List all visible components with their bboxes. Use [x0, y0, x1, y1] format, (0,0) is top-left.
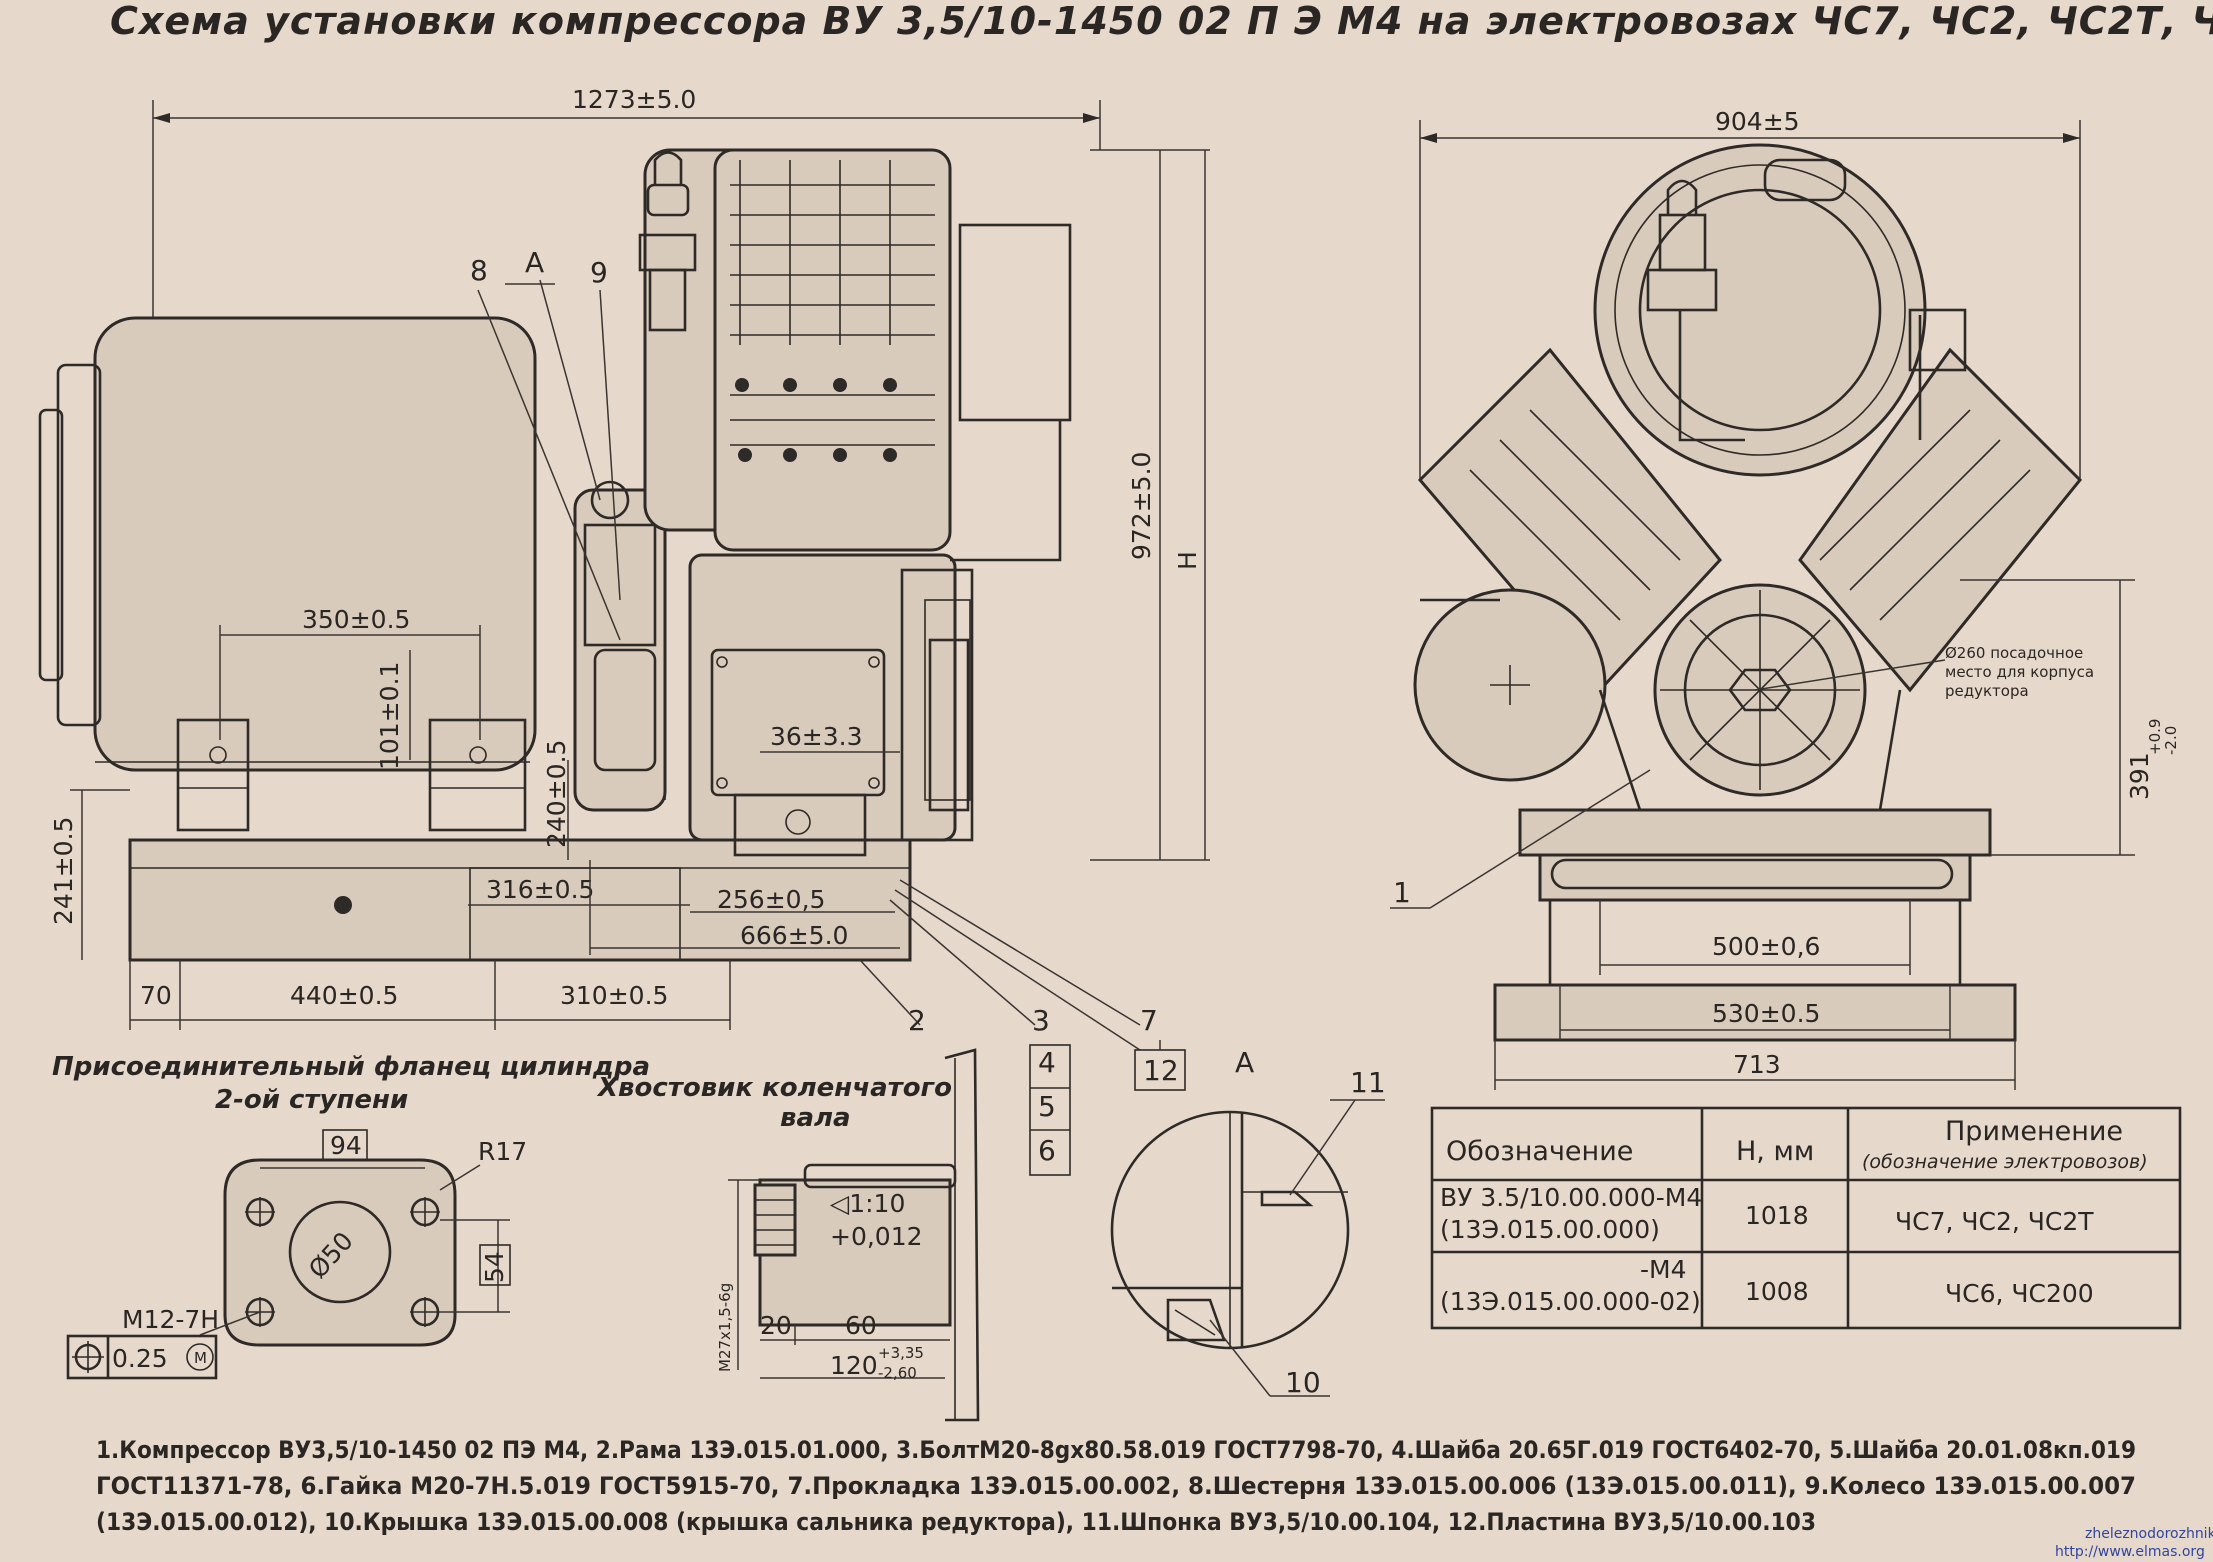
callout-2: 2: [908, 1004, 926, 1037]
dim-front-height-391: 391: [2125, 752, 2154, 800]
dim-front-width: 904±5: [1715, 107, 1800, 136]
dim-height-240: 240±0.5: [542, 740, 571, 848]
table-row-1-h: 1018: [1745, 1201, 1809, 1230]
dim-666: 666±5.0: [740, 921, 848, 950]
table-row-1-code: (13Э.015.00.000): [1440, 1215, 1660, 1244]
application-table: Обозначение H, мм Применение (обозначени…: [1430, 1106, 2182, 1330]
legend-line-1: 1.Компрессор ВУ3,5/10-1450 02 ПЭ М4, 2.Р…: [96, 1436, 2136, 1464]
dim-70: 70: [140, 981, 172, 1010]
callout-3: 3: [1032, 1004, 1050, 1037]
flange-thread: M12-7H: [122, 1305, 219, 1334]
shaft-120-tol-upper: +3,35: [878, 1344, 924, 1362]
callout-6: 6: [1038, 1134, 1056, 1167]
callout-12: 12: [1143, 1054, 1179, 1087]
callout-1: 1: [1393, 876, 1411, 909]
parts-legend: 1.Компрессор ВУ3,5/10-1450 02 ПЭ М4, 2.Р…: [96, 1436, 2136, 1536]
front-view: 904±5: [1390, 107, 2180, 1090]
callout-4: 4: [1038, 1046, 1056, 1079]
drawing-title: Схема установки компрессора ВУ 3,5/10-14…: [110, 0, 2213, 43]
dim-foot-height: 101±0.1: [375, 662, 404, 770]
table-row-2-code: (13Э.015.00.000-02): [1440, 1287, 1701, 1316]
callout-9: 9: [590, 256, 608, 289]
flange-modifier: M: [194, 1349, 207, 1367]
note-line-2: место для корпуса: [1945, 663, 2094, 681]
flange-radius: R17: [478, 1137, 527, 1166]
shaft-caption-2: вала: [780, 1103, 851, 1133]
dim-frame-height: 241±0.5: [49, 817, 78, 925]
table-row-2-designation: -М4: [1640, 1255, 1687, 1284]
flange-dim-94: 94: [330, 1131, 362, 1160]
callout-5: 5: [1038, 1090, 1056, 1123]
dim-offset-36: 36±3.3: [770, 722, 863, 751]
watermark-line-2: http://www.elmas.org: [2055, 1544, 2205, 1560]
dim-316: 316±0.5: [486, 875, 594, 904]
dim-310: 310±0.5: [560, 981, 668, 1010]
view-a-detail: A 11 10: [1110, 1046, 1386, 1399]
dim-256: 256±0,5: [717, 885, 825, 914]
flange-dim-54: 54: [480, 1251, 509, 1283]
table-row-2-h: 1008: [1745, 1277, 1809, 1306]
legend-line-3: (13Э.015.00.012), 10.Крышка 13Э.015.00.0…: [96, 1508, 1816, 1536]
table-row-2-app: ЧС6, ЧС200: [1945, 1279, 2094, 1308]
table-row-1-designation: ВУ 3.5/10.00.000-М4: [1440, 1183, 1702, 1212]
flange-detail: Присоединительный фланец цилиндра 2-ой с…: [52, 1052, 650, 1380]
note-line-1: Ø260 посадочное: [1945, 644, 2083, 662]
flange-caption-2: 2-ой ступени: [215, 1085, 408, 1115]
table-header-application: Применение: [1945, 1116, 2123, 1147]
table-header-application-sub: (обозначение электровозов): [1862, 1151, 2148, 1173]
shaft-detail: Хвостовик коленчатого вала ◁1:10 +0,012 …: [596, 1048, 980, 1422]
dim-height-h: H: [1173, 551, 1202, 570]
shaft-taper: ◁1:10: [830, 1189, 905, 1218]
shaft-thread: M27x1,5-6g: [716, 1283, 734, 1372]
callout-7: 7: [1140, 1004, 1158, 1037]
dim-713: 713: [1733, 1050, 1781, 1079]
shaft-caption-1: Хвостовик коленчатого: [596, 1073, 952, 1103]
watermark: zheleznodorozhnik http://www.elmas.org: [2055, 1526, 2213, 1560]
table-header-designation: Обозначение: [1446, 1136, 1633, 1167]
dim-motor-foot-span: 350±0.5: [302, 605, 410, 634]
shaft-dim-120: 120: [830, 1351, 878, 1380]
shaft-dim-20: 20: [760, 1311, 792, 1340]
table-row-1-app: ЧС7, ЧС2, ЧС2Т: [1895, 1207, 2094, 1236]
dim-440: 440±0.5: [290, 981, 398, 1010]
legend-line-2: ГОСТ11371-78, 6.Гайка М20-7Н.5.019 ГОСТ5…: [96, 1472, 2136, 1500]
view-a-label: A: [1235, 1046, 1254, 1079]
callout-11: 11: [1350, 1066, 1386, 1099]
dim-height-972: 972±5.0: [1127, 452, 1156, 560]
note-line-3: редуктора: [1945, 682, 2029, 700]
side-view: 1273±5.0 350±0.5 101±0.1: [38, 85, 1210, 1176]
dim-500: 500±0,6: [1712, 932, 1820, 961]
dim-overall-length: 1273±5.0: [572, 85, 696, 114]
watermark-line-1: zheleznodorozhnik: [2085, 1526, 2213, 1542]
callout-10: 10: [1285, 1366, 1321, 1399]
dim-530: 530±0.5: [1712, 999, 1820, 1028]
callout-8: 8: [470, 254, 488, 287]
flange-caption-1: Присоединительный фланец цилиндра: [52, 1052, 650, 1082]
table-header-h: H, мм: [1736, 1136, 1814, 1167]
shaft-120-tol-lower: -2,60: [878, 1364, 917, 1382]
flange-tolerance: 0.25: [112, 1344, 168, 1373]
callout-a-top: A: [525, 246, 544, 279]
shaft-dim-60: 60: [845, 1311, 877, 1340]
dim-391-tol-upper: +0.9: [2146, 719, 2164, 755]
dim-391-tol-lower: -2.0: [2162, 726, 2180, 755]
shaft-taper-tol: +0,012: [830, 1222, 923, 1251]
